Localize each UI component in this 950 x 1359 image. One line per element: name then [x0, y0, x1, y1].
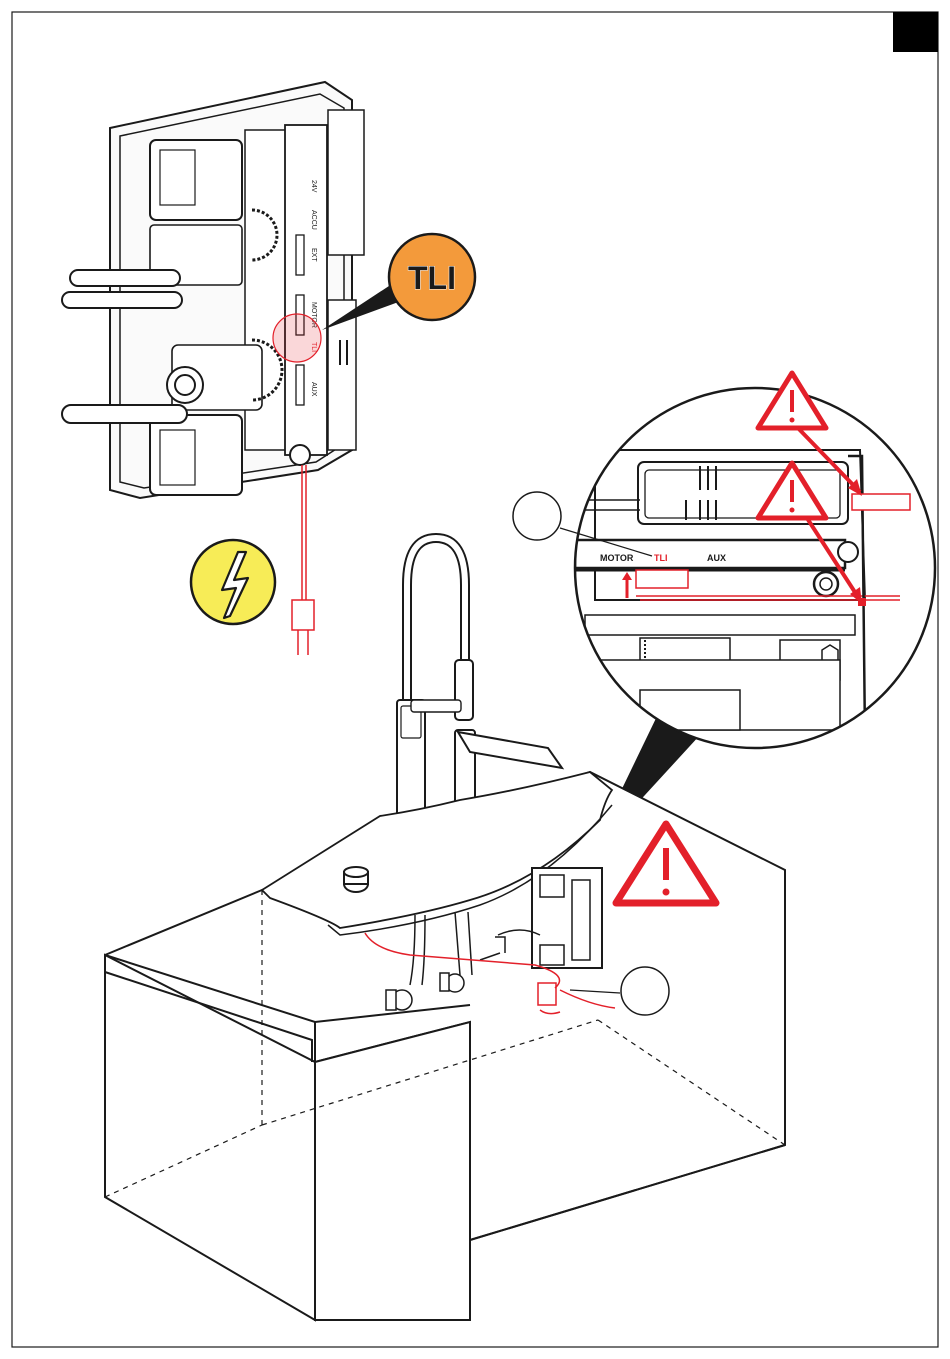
- unit-label-24v: 24V: [310, 180, 317, 193]
- page-corner-tab: [893, 12, 938, 52]
- power-cord: [292, 465, 314, 655]
- control-unit-closeup: [62, 82, 364, 498]
- tli-port-highlight: [273, 314, 321, 362]
- strip-label-tli: TLI: [654, 553, 668, 563]
- tli-badge-icon: TLI: [389, 234, 475, 320]
- reference-circle: [513, 492, 561, 540]
- unit-label-accu: ACCU: [310, 210, 317, 230]
- strip-label-aux: AUX: [707, 553, 726, 563]
- outlet-reference-circle: [621, 967, 669, 1015]
- magnified-view: MOTOR TLI AUX: [575, 388, 935, 748]
- unit-label-ext: EXT: [310, 248, 317, 262]
- tli-badge-text: TLI: [408, 260, 456, 296]
- unit-label-aux: AUX: [310, 382, 317, 397]
- high-voltage-icon: [191, 540, 275, 624]
- strip-label-motor: MOTOR: [600, 553, 634, 563]
